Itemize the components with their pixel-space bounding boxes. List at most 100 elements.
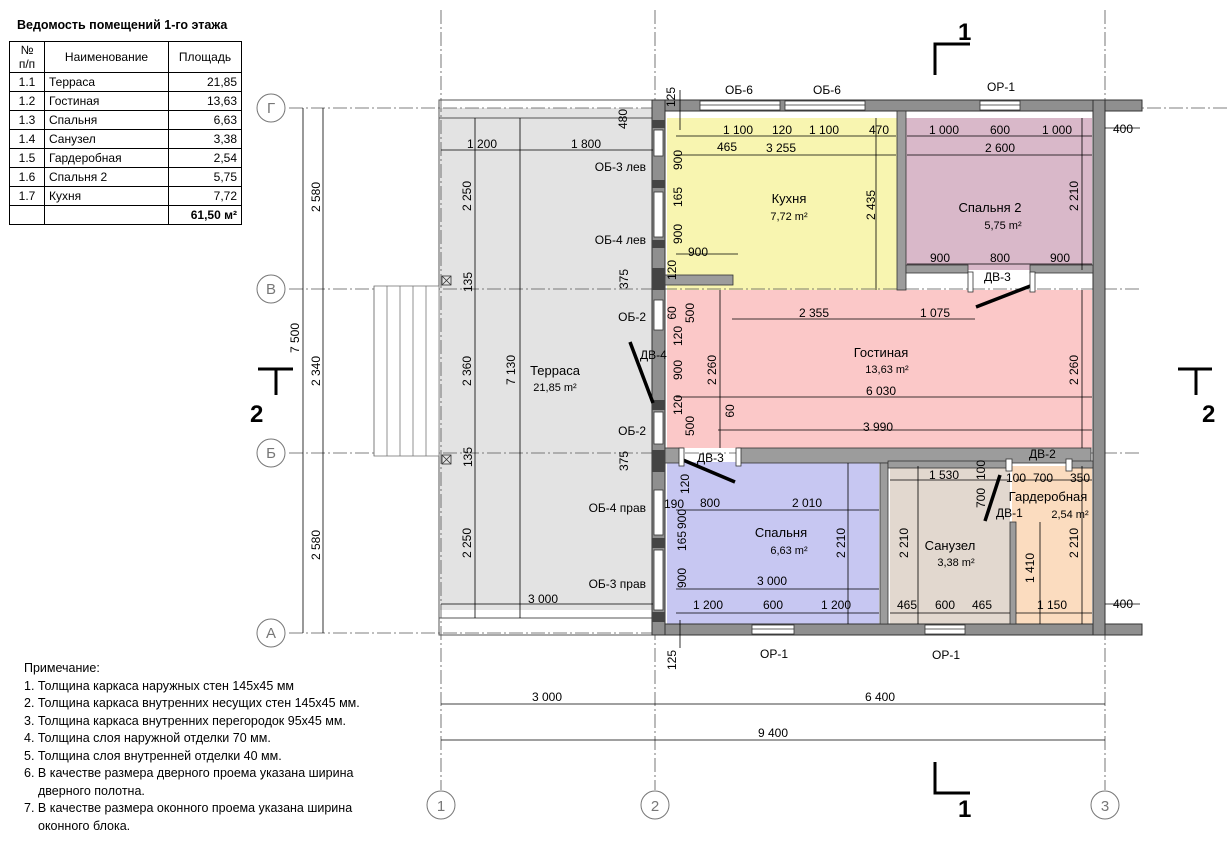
opening-labels: ОБ-6 ОБ-6 ОР-1 ОР-1 ОР-1 ОБ-3 лев ОБ-4 л… (589, 80, 1057, 662)
dim-label: 1 150 (1037, 598, 1067, 612)
dim-label: 900 (930, 251, 950, 265)
axis-label-v: В (266, 281, 276, 298)
bedroom-fill (667, 462, 879, 625)
axis-label-3: 3 (1101, 798, 1109, 815)
room-name-living: Гостиная (854, 345, 909, 360)
note-item: 5. Толщина слоя внутренней отделки 40 мм… (24, 748, 282, 763)
dim-label: 60 (723, 404, 737, 418)
dim-label: 100 (974, 460, 988, 480)
dim-label: 465 (972, 598, 992, 612)
note-item: 1. Толщина каркаса наружных стен 145х45 … (24, 678, 295, 693)
label-ob4-prav: ОБ-4 прав (589, 501, 646, 515)
dimension-labels-horizontal: 1 100 120 1 100 470 1 000 600 1 000 400 … (467, 122, 1133, 740)
door-dv3-bottom (682, 458, 736, 484)
living-fill (667, 290, 1092, 448)
dim-label: 6 030 (866, 384, 896, 398)
axis-bubbles (256, 93, 1120, 820)
room-area-wardrobe: 2,54 m² (1051, 509, 1089, 521)
room-name-terrace: Терраса (530, 363, 581, 378)
wardrobe-fill (1012, 466, 1092, 625)
row-name: Спальня 2 (44, 167, 169, 187)
dim-label: 900 (671, 150, 685, 170)
dim-label: 6 400 (865, 690, 895, 704)
dim-label: 2 355 (799, 306, 829, 320)
label-ob2-2: ОБ-2 (618, 424, 646, 438)
label-ob4-lev: ОБ-4 лев (595, 233, 646, 247)
steps (373, 285, 440, 457)
room-area-living: 13,63 m² (865, 364, 909, 376)
axis-label-a: А (266, 625, 276, 642)
notes-block: Примечание: 1. Толщина каркаса наружных … (24, 660, 360, 835)
dim-label: 190 (664, 497, 684, 511)
room-name-bathroom: Санузел (925, 538, 976, 553)
dim-label: 1 800 (571, 137, 601, 151)
room-area-kitchen: 7,72 m² (770, 211, 808, 223)
dim-label: 3 990 (863, 420, 893, 434)
header-area: Площадь (168, 41, 242, 73)
note-item: 4. Толщина слоя наружной отделки 70 мм. (24, 731, 271, 745)
axis-label-b: Б (266, 445, 276, 462)
dim-label: 125 (664, 87, 678, 107)
axis-label-g: Г (267, 100, 275, 117)
dim-label: 2 600 (985, 141, 1015, 155)
dim-label: 120 (772, 123, 792, 137)
dim-label: 500 (683, 303, 697, 323)
label-dv3-bottom: ДВ-3 (697, 451, 724, 465)
section-markers (258, 42, 1212, 795)
dim-label: 2 340 (309, 356, 323, 386)
dim-label: 120 (678, 474, 692, 494)
room-area-bedroom: 6,63 m² (770, 545, 808, 557)
dim-label: 1 075 (920, 306, 950, 320)
note-item: 7. В качестве размера оконного проема ук… (24, 801, 353, 815)
dim-label: 1 000 (1042, 123, 1072, 137)
dim-label: 2 260 (1067, 355, 1081, 385)
windows (653, 100, 1021, 635)
label-dv4: ДВ-4 (640, 348, 667, 362)
room-name-kitchen: Кухня (772, 191, 807, 206)
dim-label: 1 530 (929, 468, 959, 482)
dim-label: 9 400 (758, 726, 788, 740)
section-1-top: 1 (958, 19, 971, 46)
section-2-right: 2 (1202, 401, 1215, 428)
row-area: 7,72 (168, 186, 242, 206)
label-or1-bottom-1: ОР-1 (760, 647, 788, 661)
section-2-left: 2 (250, 401, 263, 428)
note-item: дверного полотна. (38, 783, 145, 798)
dim-label: 2 435 (864, 190, 878, 220)
door-jambs (678, 271, 1073, 472)
row-area: 3,38 (168, 129, 242, 149)
dim-label: 600 (763, 598, 783, 612)
dim-label: 2 260 (705, 355, 719, 385)
dim-label: 2 580 (309, 182, 323, 212)
dim-label: 120 (671, 395, 685, 415)
label-ob6-1: ОБ-6 (725, 83, 753, 97)
dim-label: 165 (675, 531, 689, 551)
room-area-bedroom2: 5,75 m² (984, 220, 1022, 232)
dim-label: 800 (990, 251, 1010, 265)
dim-label: 2 010 (792, 496, 822, 510)
dim-label: 7 130 (504, 355, 518, 385)
dim-label: 3 000 (532, 690, 562, 704)
dim-label: 400 (1113, 597, 1133, 611)
dim-label: 1 410 (1023, 553, 1037, 583)
note-item: 6. В качестве размера дверного проема ук… (24, 766, 354, 780)
dim-label: 135 (461, 447, 475, 467)
axis-label-1: 1 (437, 798, 445, 815)
dim-label: 400 (1113, 122, 1133, 136)
note-item: оконного блока. (38, 818, 131, 833)
room-area-terrace: 21,85 m² (533, 382, 577, 394)
dim-label: 900 (1050, 251, 1070, 265)
dim-label: 600 (935, 598, 955, 612)
room-name-bedroom2: Спальня 2 (958, 200, 1021, 215)
dim-label: 600 (990, 123, 1010, 137)
dim-label: 1 200 (467, 137, 497, 151)
dim-label: 3 255 (766, 141, 796, 155)
schedule-title: Ведомость помещений 1-го этажа (17, 18, 228, 32)
door-dv1 (983, 474, 1002, 522)
dim-label: 465 (897, 598, 917, 612)
section-1-bottom: 1 (958, 796, 971, 823)
dim-label: 900 (675, 568, 689, 588)
dim-label: 125 (665, 650, 679, 670)
